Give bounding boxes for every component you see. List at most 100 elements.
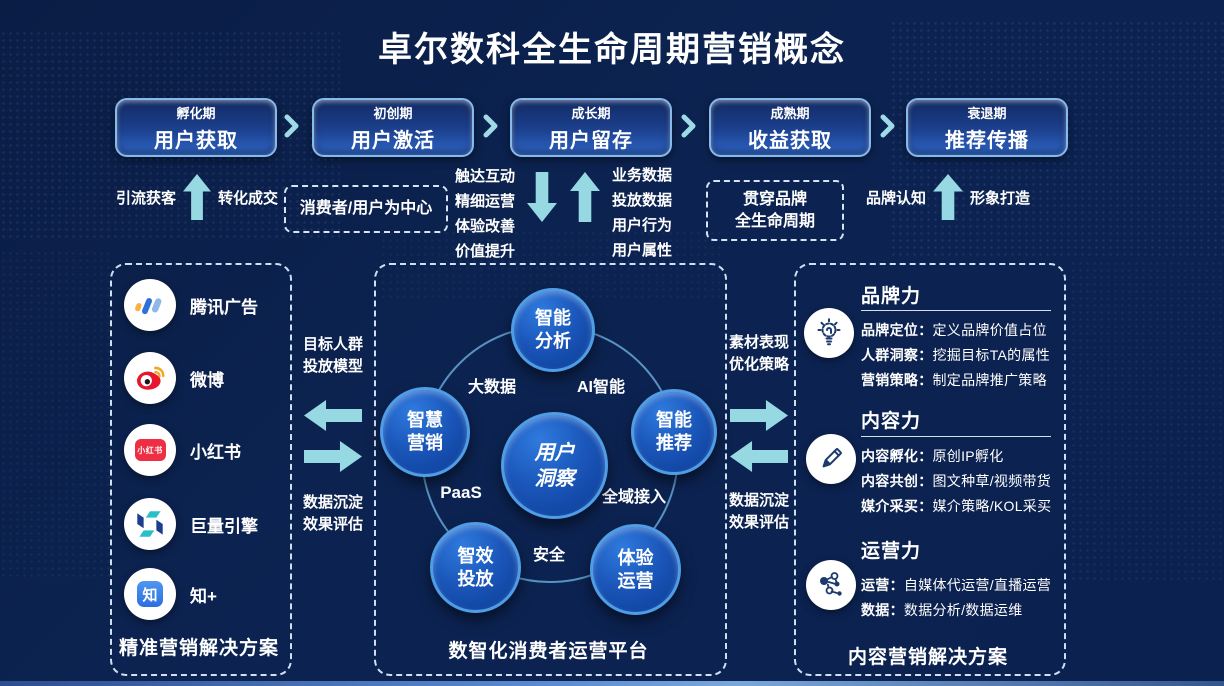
section-row: 媒介采买：媒介策略/KOL采买 [861,496,1051,516]
node-line: 分析 [535,331,571,351]
note-line: 全生命周期 [734,212,815,230]
section-row: 内容共创：图文种草/视频带货 [861,471,1051,491]
world-map-dots [0,250,110,580]
right-connector-top-text: 素材表现 优化策略 [719,332,799,376]
ring-label-security: 安全 [532,547,565,564]
node-line: 洞察 [534,467,575,490]
row-value: 定义品牌价值占位 [932,322,1047,338]
bottom-accent-bar [0,681,1224,686]
down-arrow-icon [527,172,557,222]
left-arrow-icon [304,400,362,431]
acquire-annotation: 引流获客 转化成交 [116,172,278,222]
ring-label-paas: PaaS [440,483,482,502]
connector-line: 投放模型 [302,358,363,375]
spread-annotation: 品牌认知 形象打造 [866,172,1030,222]
left-connector-top-text: 目标人群 投放模型 [293,334,373,378]
row-label: 人群洞察： [861,347,933,363]
platform-item: 知 知+ [124,568,217,620]
row-value: 挖掘目标TA的属性 [932,347,1051,363]
stage-box: 成长期 用户留存 [510,98,672,157]
row-value: 自媒体代运营/直播运营 [903,577,1052,593]
network-icon [806,560,856,610]
stage-phase: 孵化期 [176,105,216,121]
left-arrow-icon [730,441,788,472]
up-arrow-icon [183,174,212,220]
node-intelligent-recommend: 智能 推荐 [631,389,717,475]
stage-phase: 初创期 [373,105,413,121]
row-value: 制定品牌推广策略 [932,372,1047,388]
pencil-icon [806,434,856,484]
stage-action: 用户留存 [549,129,633,152]
weibo-logo [124,352,176,404]
world-map-dots [1070,260,1224,580]
node-experience-operation: 体验 运营 [590,524,681,615]
spread-left-label: 品牌认知 [866,189,927,207]
node-line: 体验 [617,547,654,568]
stage-box: 成熟期 收益获取 [709,98,871,157]
page-title: 卓尔数科全生命周期营销概念 [378,31,846,69]
xiaohongshu-logo: 小红书 [124,424,176,476]
list-item: 业务数据 [612,167,673,184]
stage-action: 用户激活 [351,129,435,152]
list-item: 触达互动 [455,168,516,185]
row-label: 品牌定位： [861,322,933,338]
row-label: 营销策略： [861,372,933,388]
section-header-content: 内容力 [861,411,922,432]
touch-list: 触达互动 精细运营 体验改善 价值提升 [455,164,515,264]
consumer-center-label: 消费者/用户为中心 [299,200,433,217]
stage-box: 孵化期 用户获取 [115,98,277,157]
ring-label-big-data: 大数据 [467,379,516,396]
stage-phase: 衰退期 [967,105,1007,121]
node-line: 用户 [534,441,575,464]
tencent-ads-logo [124,279,176,331]
node-user-insight: 用户 洞察 [501,412,608,519]
data-list: 业务数据 投放数据 用户行为 用户属性 [612,163,672,263]
section-row: 营销策略：制定品牌推广策略 [861,370,1047,390]
platform-label: 巨量引擎 [190,516,258,536]
acquire-left-label: 引流获客 [116,189,177,207]
center-panel-title: 数智化消费者运营平台 [448,641,649,662]
section-row: 运营：自媒体代运营/直播运营 [861,575,1051,595]
row-label: 运营： [861,577,904,593]
node-line: 投放 [457,568,494,589]
node-line: 智慧 [407,410,443,430]
list-item: 投放数据 [612,192,673,209]
section-row: 人群洞察：挖掘目标TA的属性 [861,345,1050,365]
section-header-brand: 品牌力 [861,286,922,307]
section-row: 数据：数据分析/数据运维 [861,600,1023,620]
precision-marketing-panel [110,263,292,676]
chevron-right-icon [482,113,500,144]
node-line: 运营 [617,570,654,591]
stage-action: 推荐传播 [945,129,1029,152]
connector-line: 效果评估 [728,514,789,531]
lightbulb-icon [804,308,854,358]
node-intelligent-analysis: 智能 分析 [511,288,595,372]
connector-line: 素材表现 [728,334,789,351]
node-line: 智效 [457,545,494,566]
up-arrow-icon [570,172,600,222]
section-divider [861,310,1051,311]
right-arrow-icon [730,400,788,431]
stage-phase: 成长期 [571,105,611,121]
platform-item: 小红书 小红书 [124,424,241,476]
row-label: 数据： [861,602,904,618]
platform-label: 小红书 [190,442,241,462]
row-label: 内容共创： [861,473,933,489]
row-value: 原创IP孵化 [932,448,1004,464]
right-panel-title: 内容营销解决方案 [847,647,1008,668]
xiaohongshu-badge: 小红书 [134,439,166,461]
stage-box: 初创期 用户激活 [312,98,474,157]
stage-phase: 成熟期 [770,105,810,121]
platform-label: 知+ [190,586,217,606]
up-arrow-icon [933,174,964,220]
connector-line: 效果评估 [302,516,363,533]
platform-label: 腾讯广告 [190,297,258,317]
zhihu-plus-logo: 知 [124,568,176,620]
platform-item: 巨量引擎 [124,498,258,550]
ring-label-omni: 全域接入 [601,489,666,506]
note-line: 贯穿品牌 [742,190,807,208]
section-divider [861,436,1051,437]
acquire-right-label: 转化成交 [218,189,279,207]
row-label: 媒介采买： [861,498,933,514]
section-header-operation: 运营力 [861,541,922,562]
